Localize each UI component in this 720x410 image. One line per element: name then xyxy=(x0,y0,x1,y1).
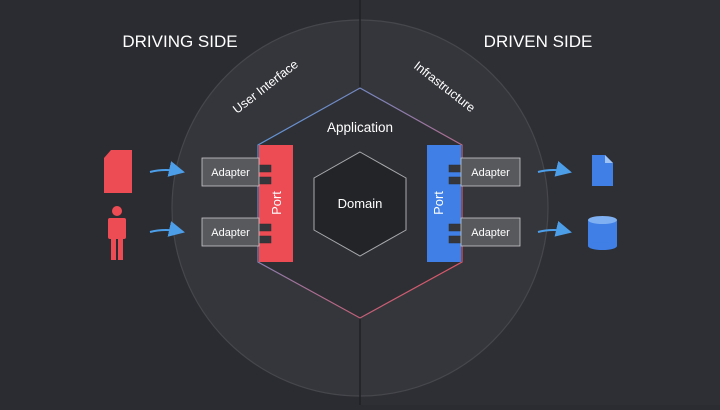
driving-adapter-bottom xyxy=(201,217,260,247)
driven-port-notch xyxy=(448,164,462,173)
arrow-actor-to-adapter-top xyxy=(149,161,185,177)
driven-port-notch xyxy=(448,235,462,244)
document-card-icon xyxy=(104,150,132,193)
driven-adapter-top-label: Adapter xyxy=(471,167,510,179)
arrow-adapter-to-database xyxy=(537,221,572,237)
application-label: Application xyxy=(327,120,393,135)
driving-adapter-top-label: Adapter xyxy=(211,167,250,179)
database-icon xyxy=(588,216,617,250)
driven-adapter-top xyxy=(460,157,521,187)
driving-adapter-top xyxy=(201,157,260,187)
driven-adapter-bottom xyxy=(460,217,521,247)
driving-port-notch xyxy=(258,235,272,244)
arrow-adapter-to-file xyxy=(537,161,572,177)
driving-port-notch xyxy=(258,176,272,185)
file-icon xyxy=(592,155,613,186)
driven-port-notch xyxy=(448,223,462,232)
driving-side-title: DRIVING SIDE xyxy=(122,32,237,51)
domain-hexagon xyxy=(313,151,407,257)
driving-port-notch xyxy=(258,164,272,173)
driven-side-title: DRIVEN SIDE xyxy=(484,32,593,51)
driving-port-notch xyxy=(258,223,272,232)
driven-port-notch xyxy=(448,176,462,185)
domain-label: Domain xyxy=(338,196,383,211)
driven-adapter-bottom-label: Adapter xyxy=(471,227,510,239)
arrow-actor-to-adapter-bottom xyxy=(149,221,185,237)
driving-adapter-bottom-label: Adapter xyxy=(211,227,250,239)
driving-port-label: Port xyxy=(269,191,284,215)
driven-port-label: Port xyxy=(431,191,446,215)
person-icon xyxy=(108,206,126,260)
